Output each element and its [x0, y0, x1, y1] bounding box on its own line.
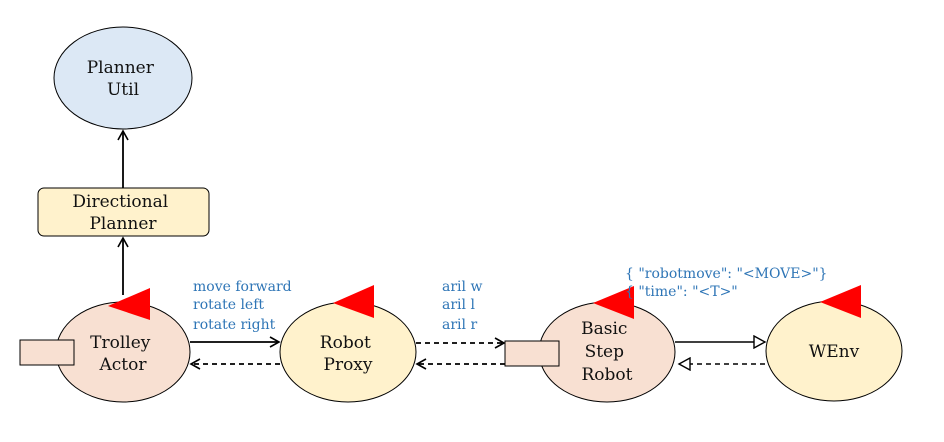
planner-util-label-1: Planner [87, 58, 155, 78]
svg-text:Basic Step Robot: Basic Step Robot [581, 319, 633, 385]
command-label-rotate-right: rotate right [193, 317, 276, 333]
svg-text:Robot Proxy: Robot Proxy [320, 333, 376, 375]
basic-step-robot-label-1: Basic [581, 319, 627, 339]
basic-step-robot-label-3: Robot [582, 365, 633, 385]
basic-step-robot-label-2: Step [585, 342, 625, 362]
robot-proxy-label-2: Proxy [324, 355, 373, 375]
wenv-label: WEnv [809, 342, 860, 362]
json-label-robotmove: { "robotmove": "<MOVE>"} [625, 266, 828, 282]
svg-text:aril w aril l aril r: aril w aril l aril r [442, 279, 487, 333]
robot-proxy-label-1: Robot [320, 333, 371, 353]
json-label-time: { "time": "<T>" [625, 284, 738, 300]
trolley-actor-port [19, 339, 75, 366]
aril-label-r: aril r [442, 317, 477, 333]
svg-text:{ "robotmove": "<MOVE>"} {: { "robotmove": "<MOVE>"} { "time": "<T>" [625, 266, 832, 300]
trolley-actor-marker [108, 288, 150, 320]
planner-util-node: Planner Util [53, 26, 193, 130]
svg-text:Trolley Actor: Trolley Actor [90, 333, 156, 375]
aril-label-l: aril l [442, 297, 475, 313]
trolley-actor-label-1: Trolley [90, 333, 151, 353]
svg-text:move forward rotate left: move forward rotate left rotate right [193, 279, 296, 333]
wenv-marker [820, 285, 861, 318]
trolley-actor-node: Trolley Actor [19, 288, 191, 403]
robot-proxy-node: Robot Proxy [279, 285, 417, 403]
basic-step-robot-marker [593, 286, 634, 319]
basic-step-robot-port [504, 340, 560, 367]
planner-util-label-2: Util [107, 80, 139, 100]
basic-step-robot-node: Basic Step Robot [504, 286, 676, 403]
svg-text:Planner Util: Planner Util [87, 58, 160, 100]
robot-proxy-marker [333, 285, 374, 318]
directional-planner-label-1: Directional [72, 192, 168, 212]
svg-text:Directional Planner: Directional Planner [72, 192, 173, 234]
svg-text:WEnv: WEnv [809, 342, 860, 362]
command-label-move-forward: move forward [193, 279, 292, 295]
planner-util-ellipse [53, 26, 193, 130]
aril-label-w: aril w [442, 279, 482, 295]
directional-planner-node: Directional Planner [37, 187, 210, 237]
trolley-actor-label-2: Actor [99, 355, 148, 375]
directional-planner-label-2: Planner [89, 214, 157, 234]
wenv-node: WEnv [765, 285, 903, 402]
command-label-rotate-left: rotate left [193, 297, 264, 313]
